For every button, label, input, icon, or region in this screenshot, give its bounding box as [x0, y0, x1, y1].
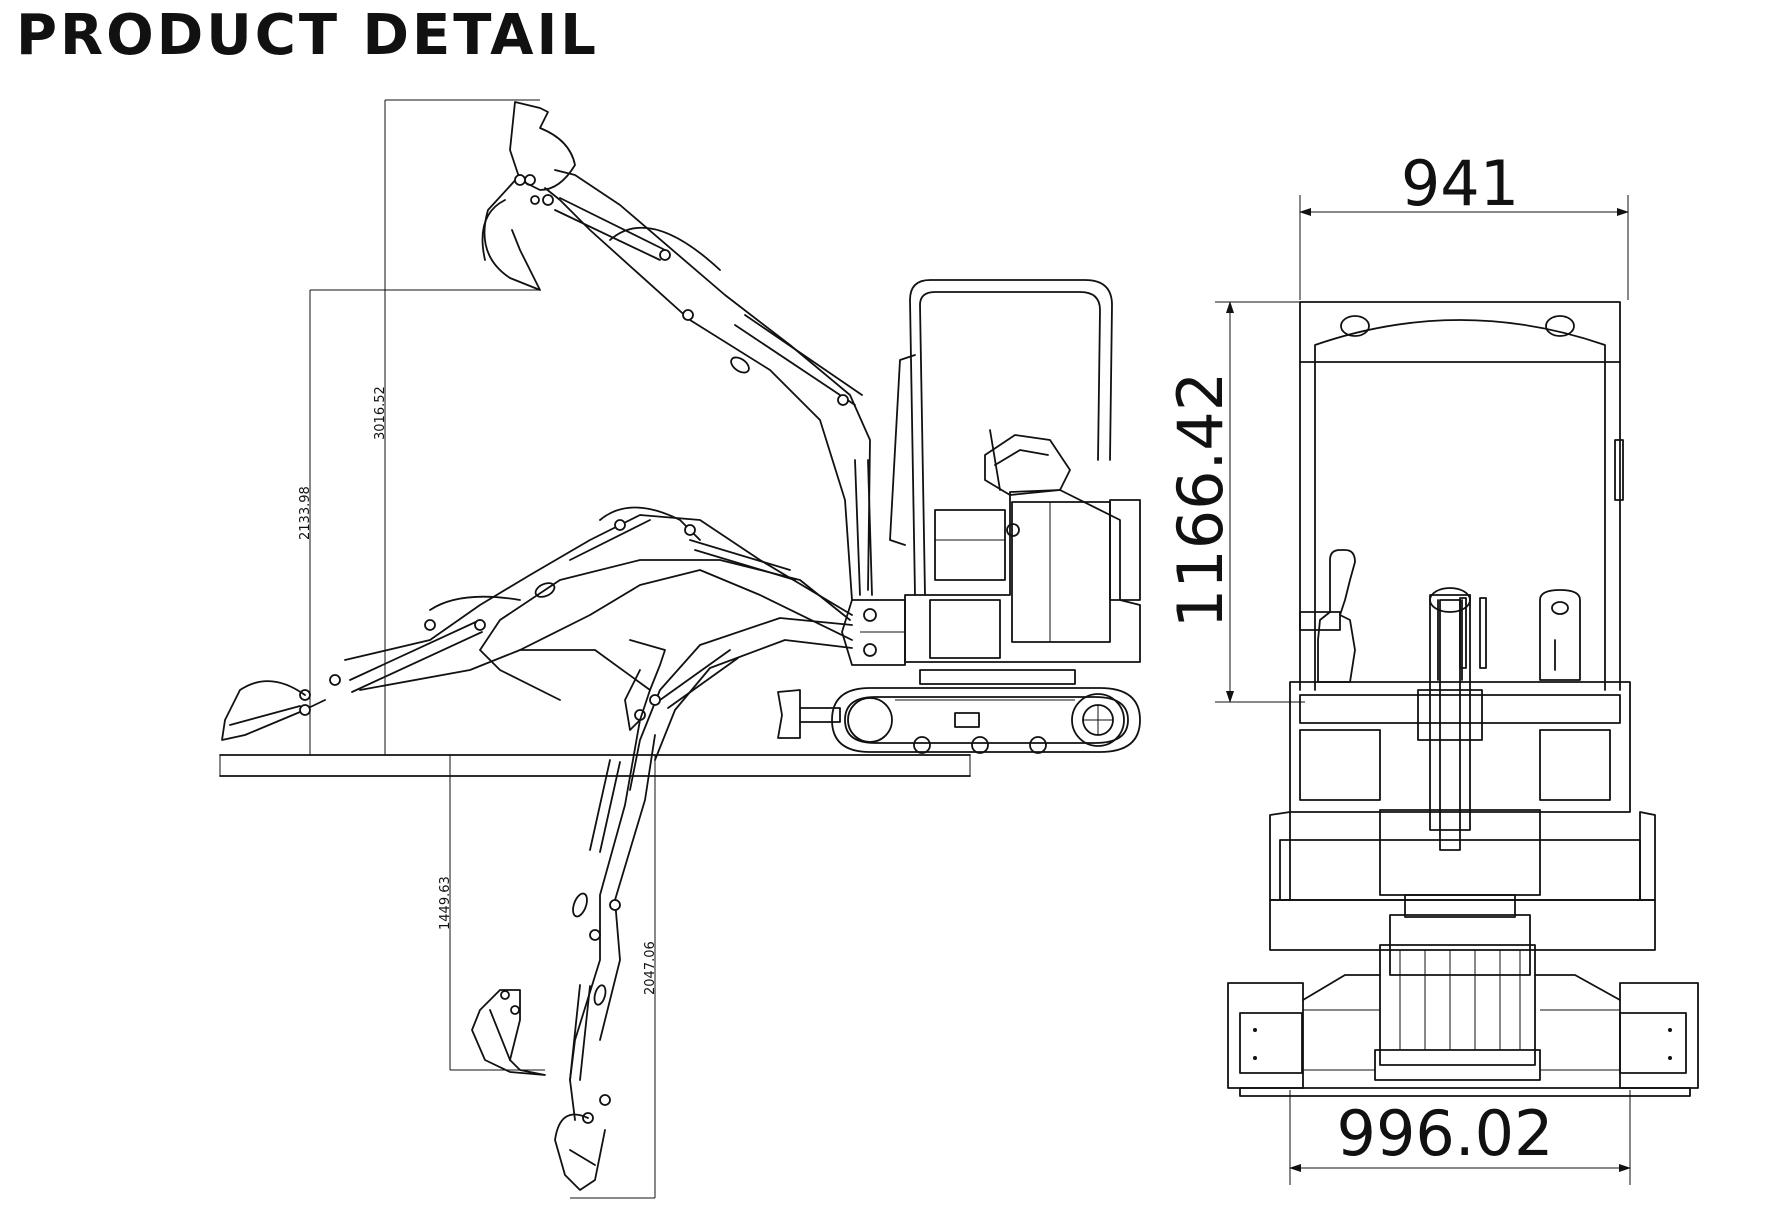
swing-bracket [841, 599, 906, 666]
boom-extended [299, 506, 853, 701]
canopy-height-label: 1166.42 [1164, 372, 1237, 628]
max-dig-height-label: 3016.52 [373, 386, 388, 440]
ground-line [219, 754, 971, 777]
max-dig-depth-label: 2047.06 [643, 941, 658, 995]
side-view: 3016.52 2133.98 1449.63 2047.06 [219, 99, 1141, 1199]
crawler-track [831, 687, 1141, 754]
dimension-lines [309, 99, 656, 1199]
track-width-dimension [1289, 1090, 1631, 1185]
control-levers [1299, 549, 1581, 683]
vertical-dig-depth-label: 1449.63 [438, 876, 453, 930]
dozer-blade [777, 689, 841, 739]
bucket-folded [554, 639, 666, 1191]
boom-raised [524, 169, 873, 601]
boom-folded [479, 559, 853, 1124]
front-bucket [1374, 944, 1541, 1081]
canopy [889, 279, 1113, 596]
front-boom [1389, 587, 1531, 976]
bucket-vertical-depth [471, 989, 546, 1076]
bucket-extended [221, 680, 326, 741]
max-dump-height-label: 2133.98 [298, 486, 313, 540]
track-width-label: 996.02 [1337, 1097, 1554, 1170]
canopy-width-label: 941 [1401, 147, 1519, 220]
front-body [1269, 681, 1656, 951]
page-title: PRODUCT DETAIL [16, 3, 599, 68]
front-canopy [1299, 301, 1624, 691]
front-view: 941 1166.42 996.02 [1164, 147, 1699, 1185]
front-tracks [1227, 974, 1699, 1097]
bucket-raised [481, 101, 576, 291]
upper-structure [904, 429, 1141, 685]
canopy-width-dimension [1299, 195, 1629, 300]
